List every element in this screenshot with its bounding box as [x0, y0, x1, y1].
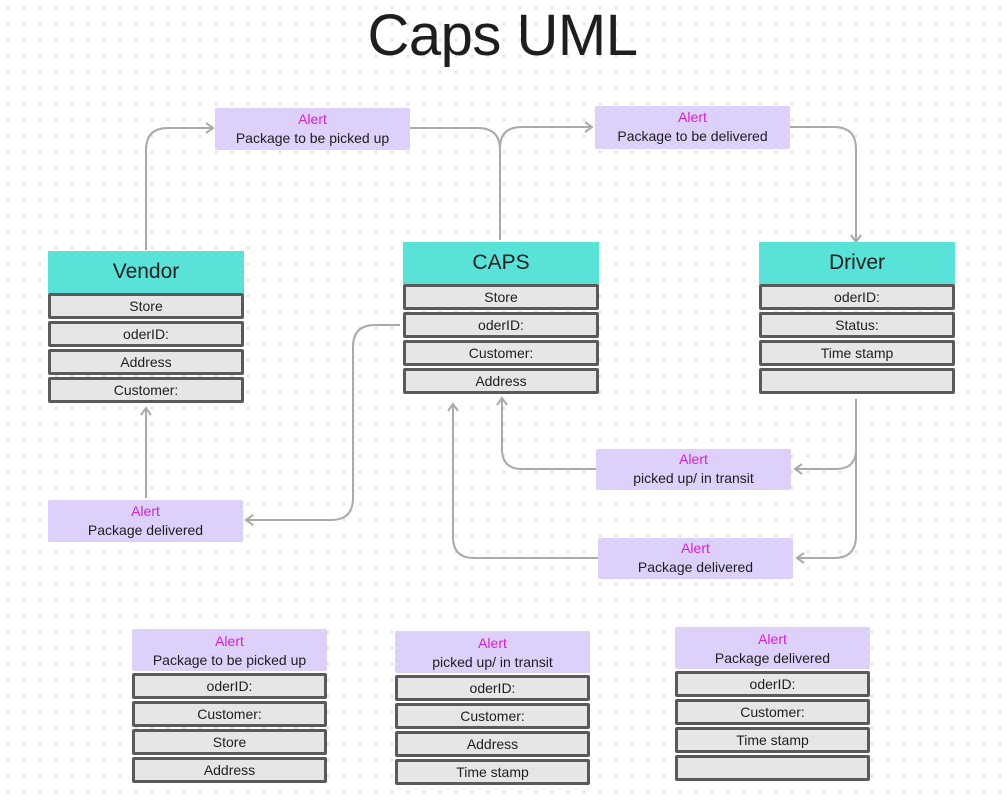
- alert-tag: Alert: [758, 630, 787, 647]
- connector-driver-to-alert-transit: [793, 399, 857, 475]
- message-in-transit-field-timestamp: Time stamp: [395, 759, 590, 785]
- message-delivered-field-empty: [675, 755, 870, 781]
- alert-tag: Alert: [678, 109, 707, 125]
- vendor-field-order-id: oderID:: [48, 321, 244, 347]
- caps-field-order-id: oderID:: [403, 312, 599, 338]
- alert-tag: Alert: [131, 502, 160, 519]
- vendor-field-store: Store: [48, 293, 244, 319]
- vendor-header: Vendor: [48, 251, 244, 293]
- alert-text: Package delivered: [714, 649, 831, 666]
- message-pickup-field-address: Address: [132, 757, 327, 783]
- alert-driver-package-delivered: Alert Package delivered: [598, 538, 793, 579]
- connector-alert-transit-to-caps: [496, 396, 596, 470]
- alert-tag: Alert: [681, 540, 710, 556]
- alert-text: Package delivered: [87, 521, 204, 538]
- message-in-transit-header: Alert picked up/ in transit: [395, 631, 590, 673]
- caps-field-address: Address: [403, 368, 599, 394]
- connector-alert-deliver-to-driver: [790, 126, 862, 244]
- caps-fields: Store oderID: Customer: Address: [403, 284, 599, 394]
- caps-field-store: Store: [403, 284, 599, 310]
- message-in-transit-field-order-id: oderID:: [395, 675, 590, 701]
- message-delivered-field-timestamp: Time stamp: [675, 727, 870, 753]
- alert-text: Package to be delivered: [617, 128, 768, 144]
- driver-field-empty: [759, 368, 955, 394]
- message-delivered-header: Alert Package delivered: [675, 627, 870, 669]
- message-in-transit-field-customer: Customer:: [395, 703, 590, 729]
- vendor-field-address: Address: [48, 349, 244, 375]
- vendor-field-customer: Customer:: [48, 377, 244, 403]
- alert-tag: Alert: [298, 110, 327, 127]
- alert-text: picked up/ in transit: [633, 470, 754, 486]
- message-delivered-field-customer: Customer:: [675, 699, 870, 725]
- message-delivered-field-order-id: oderID:: [675, 671, 870, 697]
- caps-field-customer: Customer:: [403, 340, 599, 366]
- alert-tag: Alert: [478, 634, 507, 651]
- message-pickup-field-customer: Customer:: [132, 701, 327, 727]
- alert-package-to-be-picked-up: Alert Package to be picked up: [215, 108, 410, 150]
- driver-entity: Driver oderID: Status: Time stamp: [759, 242, 955, 394]
- message-in-transit: Alert picked up/ in transit oderID: Cust…: [395, 631, 590, 785]
- connector-vendor-to-alert-pickup: [145, 122, 215, 250]
- message-pickup-field-order-id: oderID:: [132, 673, 327, 699]
- vendor-fields: Store oderID: Address Customer:: [48, 293, 244, 403]
- driver-field-status: Status:: [759, 312, 955, 338]
- alert-text: Package to be picked up: [152, 651, 307, 668]
- diagram-title: Caps UML: [367, 3, 638, 68]
- message-in-transit-field-address: Address: [395, 731, 590, 757]
- alert-package-to-be-delivered: Alert Package to be delivered: [595, 106, 790, 149]
- message-pickup-header: Alert Package to be picked up: [132, 629, 327, 671]
- caps-entity: CAPS Store oderID: Customer: Address: [403, 242, 599, 394]
- driver-field-order-id: oderID:: [759, 284, 955, 310]
- alert-text: picked up/ in transit: [432, 653, 553, 670]
- alert-tag: Alert: [679, 451, 708, 467]
- connector-alert-pickup-to-caps: [410, 127, 501, 240]
- connector-caps-to-alert-vendor: [244, 324, 400, 526]
- alert-tag: Alert: [215, 632, 244, 649]
- vendor-entity: Vendor Store oderID: Address Customer:: [48, 251, 244, 403]
- driver-field-timestamp: Time stamp: [759, 340, 955, 366]
- connector-caps-to-alert-deliver: [499, 121, 594, 149]
- caps-header: CAPS: [403, 242, 599, 284]
- connector-driver-to-alert-delivered: [795, 399, 857, 564]
- message-delivered: Alert Package delivered oderID: Customer…: [675, 627, 870, 781]
- message-pickup-field-store: Store: [132, 729, 327, 755]
- driver-fields: oderID: Status: Time stamp: [759, 284, 955, 394]
- alert-text: Package delivered: [637, 559, 754, 575]
- alert-vendor-package-delivered: Alert Package delivered: [48, 500, 243, 542]
- connector-alert-delivered-to-caps: [447, 402, 598, 559]
- alert-picked-up-in-transit: Alert picked up/ in transit: [596, 449, 791, 490]
- alert-text: Package to be picked up: [235, 129, 390, 146]
- message-pickup: Alert Package to be picked up oderID: Cu…: [132, 629, 327, 783]
- driver-header: Driver: [759, 242, 955, 284]
